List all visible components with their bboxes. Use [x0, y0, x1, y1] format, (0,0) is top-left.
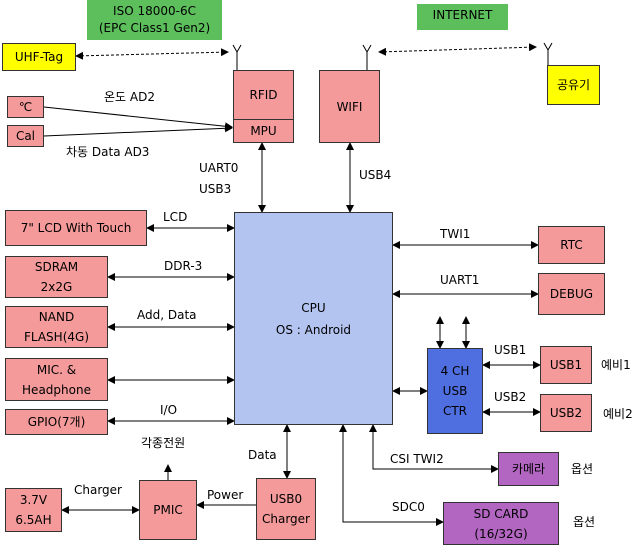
power-label: Power — [207, 488, 244, 502]
temp-ad-label: 온도 AD2 — [104, 90, 155, 104]
router-antenna — [543, 42, 553, 65]
temp-sensor-box: ℃ — [7, 96, 44, 118]
gpio-label: GPIO(7개) — [27, 415, 86, 429]
iso-line1: ISO 18000-6C — [113, 4, 196, 18]
sdram-box: SDRAM 2x2G — [5, 256, 108, 298]
io-label: I/O — [160, 403, 178, 417]
temp-sensor-label: ℃ — [18, 100, 33, 114]
usb0-line2: Charger — [262, 512, 310, 526]
nand-line1: NAND — [38, 310, 75, 324]
lcd-box: 7" LCD With Touch — [5, 210, 147, 246]
usb-ctr-line3: CTR — [442, 404, 468, 418]
protocol-iso-box: ISO 18000-6C (EPC Class1 Gen2) — [87, 0, 222, 40]
wifi-box: WIFI — [319, 70, 380, 143]
camera-label: 카메라 — [511, 462, 546, 476]
temp-to-mpu — [43, 106, 233, 131]
option-sd-label: 옵션 — [573, 515, 596, 529]
uhf-tag-label: UHF-Tag — [14, 50, 64, 64]
usb0-box: USB0 Charger — [256, 478, 316, 540]
usb1-label: USB1 — [549, 358, 583, 372]
rtc-label: RTC — [560, 238, 583, 252]
debug-label: DEBUG — [549, 287, 594, 301]
add-data-label: Add, Data — [137, 308, 197, 322]
rfid-box: RFID — [233, 70, 294, 120]
rfid-antenna — [232, 44, 242, 70]
sdram-line2: 2x2G — [40, 280, 73, 294]
power-out-label: 각종전원 — [141, 436, 186, 450]
router-label: 공유기 — [556, 78, 591, 92]
uhf-tag-box: UHF-Tag — [2, 43, 76, 71]
cal-label: Cal — [15, 129, 36, 143]
uart1-label: UART1 — [440, 273, 480, 287]
twi1-label: TWI1 — [440, 227, 471, 241]
mpu-box: MPU — [233, 119, 294, 143]
lcd-bus-label: LCD — [163, 210, 188, 224]
nand-box: NAND FLASH(4G) — [5, 306, 108, 348]
mpu-label: MPU — [250, 124, 277, 138]
usb2-bus-label: USB2 — [494, 390, 527, 404]
data-label: Data — [248, 448, 277, 462]
usb2-label: USB2 — [549, 406, 583, 420]
router-box: 공유기 — [547, 65, 600, 105]
csi-twi2-label: CSI TWI2 — [390, 452, 444, 466]
wifi-router-link — [378, 43, 537, 56]
usb3-label: USB3 — [199, 182, 232, 196]
cpu-line1: CPU — [301, 300, 326, 315]
spare2-label: 예비2 — [603, 407, 633, 421]
battery-box: 3.7V 6.5AH — [5, 488, 62, 532]
mic-box: MIC. & Headphone — [5, 358, 108, 401]
uart0-label: UART0 — [199, 161, 239, 175]
sdram-line1: SDRAM — [34, 260, 79, 274]
cal-to-mpu — [43, 124, 233, 137]
internet-box: INTERNET — [417, 4, 508, 30]
wifi-label: WIFI — [336, 99, 363, 114]
usb0-line1: USB0 — [269, 492, 303, 506]
battery-line2: 6.5AH — [15, 513, 52, 527]
cal-box: Cal — [7, 125, 44, 147]
sdcard-box: SD CARD (16/32G) — [443, 502, 559, 545]
nand-line2: FLASH(4G) — [23, 330, 89, 344]
rfid-label: RFID — [249, 88, 278, 102]
sdc0-label: SDC0 — [392, 500, 425, 514]
usb4-label: USB4 — [359, 168, 392, 182]
lcd-label: 7" LCD With Touch — [20, 221, 132, 235]
debug-box: DEBUG — [538, 273, 605, 315]
camera-box: 카메라 — [498, 452, 559, 486]
sdcard-link — [339, 424, 444, 526]
iso-line2: (EPC Class1 Gen2) — [98, 21, 211, 35]
wifi-antenna — [362, 44, 372, 70]
internet-label: INTERNET — [432, 8, 493, 22]
usb1-box: USB1 — [540, 346, 592, 384]
cpu-box: CPU OS : Android — [234, 212, 393, 425]
rtc-box: RTC — [538, 226, 605, 264]
mic-line1: MIC. & — [36, 362, 77, 377]
sdcard-line1: SD CARD — [473, 506, 529, 521]
data-ad-label: 차동 Data AD3 — [66, 145, 150, 159]
pmic-box: PMIC — [139, 480, 197, 540]
sdcard-line2: (16/32G) — [474, 526, 528, 541]
usb-ctr-line1: 4 CH — [440, 364, 470, 378]
usb1-bus-label: USB1 — [494, 343, 527, 357]
option-camera-label: 옵션 — [571, 462, 594, 476]
usb2-box: USB2 — [540, 394, 592, 432]
pmic-label: PMIC — [153, 503, 183, 517]
usb-ctr-box: 4 CH USB CTR — [427, 348, 483, 434]
spare1-label: 예비1 — [601, 358, 631, 372]
cpu-line2: OS : Android — [275, 322, 352, 337]
ddr3-label: DDR-3 — [164, 259, 203, 273]
usb-ctr-line2: USB — [442, 384, 468, 398]
mic-line2: Headphone — [22, 382, 91, 397]
uhf-rfid-link — [75, 48, 229, 60]
battery-line1: 3.7V — [19, 493, 48, 507]
gpio-box: GPIO(7개) — [5, 409, 108, 435]
charger-label: Charger — [74, 483, 122, 497]
